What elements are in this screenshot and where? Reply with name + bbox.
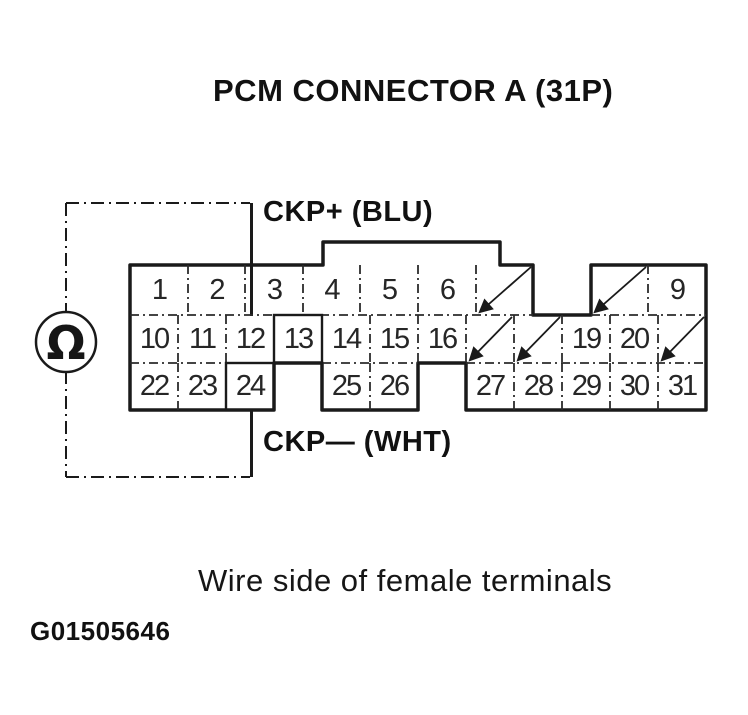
pin-15: 15 [379,323,410,355]
heavy-cell-boxes [224,313,324,412]
pin-23: 23 [187,370,218,402]
page-title: PCM CONNECTOR A (31P) [213,73,614,108]
ohmmeter-loop [65,202,250,478]
pin-6: 6 [439,274,456,306]
pin-30: 30 [619,370,650,402]
pin-28: 28 [523,370,554,402]
pin-19: 19 [571,323,602,355]
pin-1: 1 [151,274,168,306]
ohm-symbol: Ω [46,316,86,370]
pin-27: 27 [475,370,506,402]
pin-25: 25 [331,370,362,402]
ckp-minus-label: CKP— (WHT) [263,426,452,458]
ckp-plus-label: CKP+ (BLU) [263,196,434,228]
pin-2: 2 [209,274,225,306]
pin-4: 4 [324,274,340,306]
pin-9: 9 [669,274,686,306]
pin-24: 24 [235,370,266,402]
caption: Wire side of female terminals [198,563,613,598]
figure-id: G01505646 [30,616,171,646]
pin-16: 16 [427,323,458,355]
pin-3: 3 [266,274,283,306]
ohmmeter-circle [34,310,98,374]
pin-5: 5 [381,274,398,306]
pin-20: 20 [619,323,650,355]
pin-14: 14 [331,323,362,355]
pin-11: 11 [188,323,217,355]
pin-22: 22 [139,370,170,402]
pin-26: 26 [379,370,410,402]
no-terminal-diagonals [468,266,705,362]
pin-12: 12 [235,323,266,355]
pin-10: 10 [139,323,170,355]
pin-31: 31 [667,370,698,402]
pin-29: 29 [571,370,602,402]
pin-13: 13 [283,323,314,355]
